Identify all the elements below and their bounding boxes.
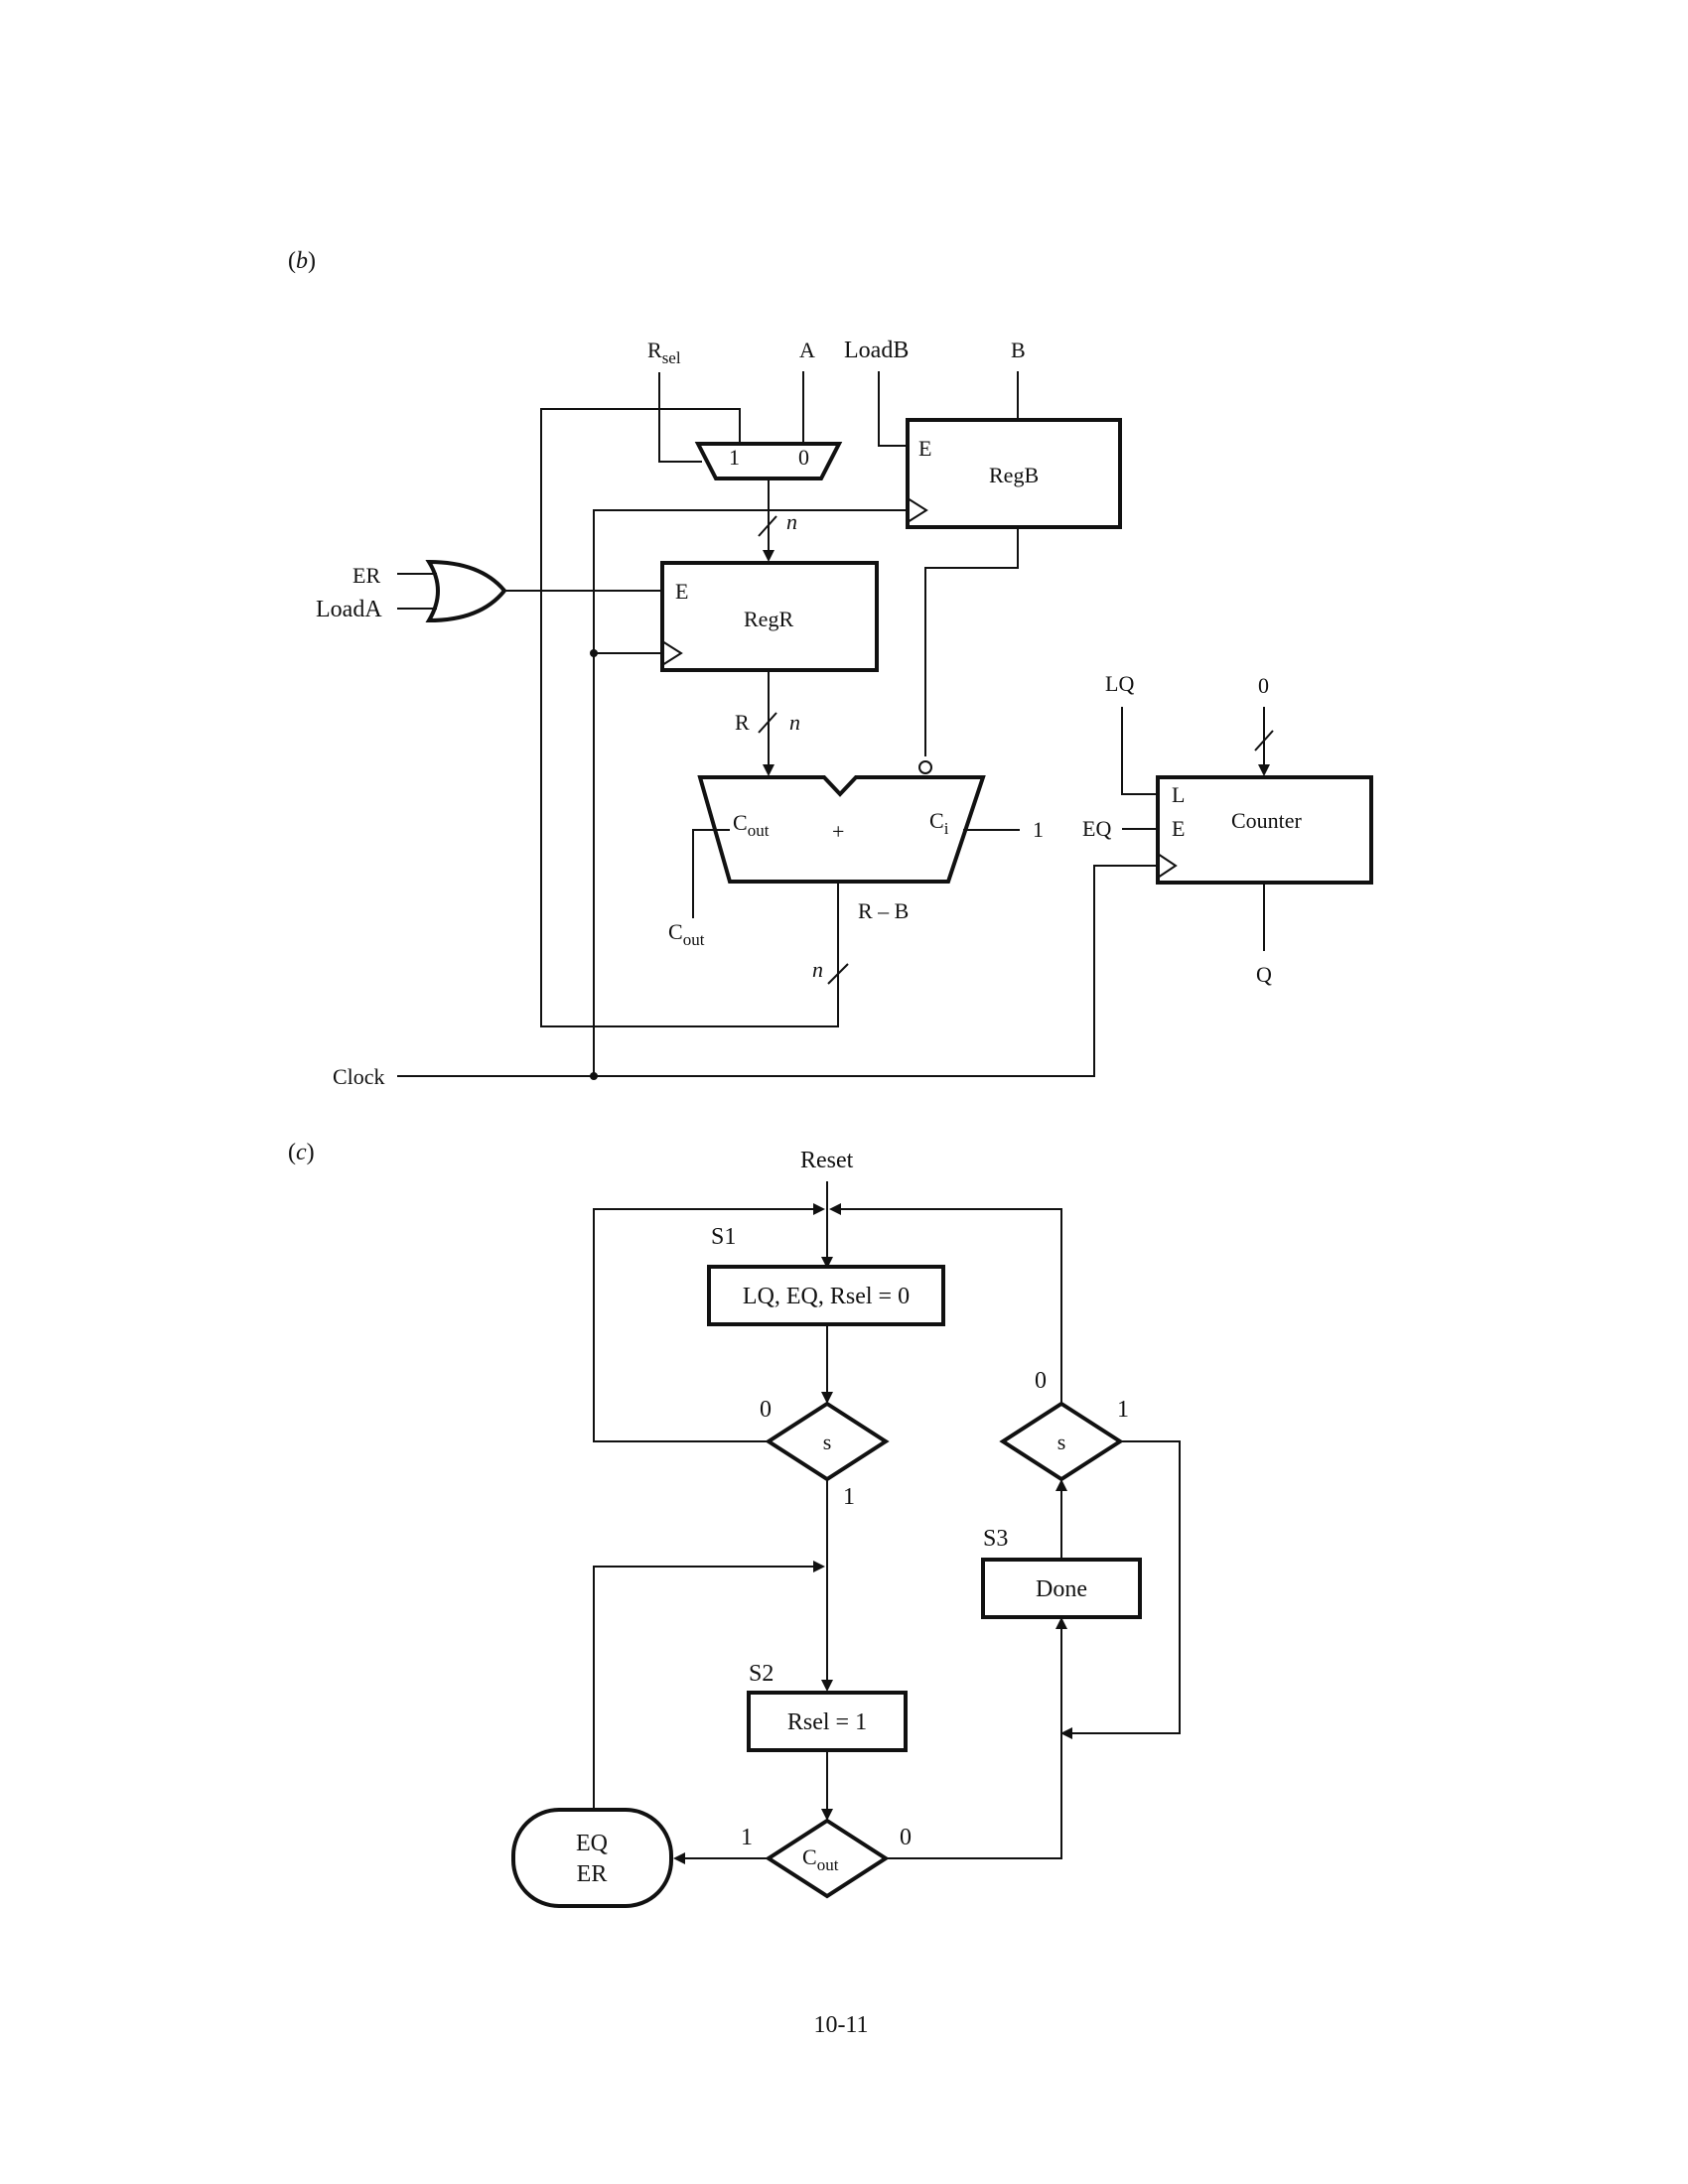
s1-state-text: LQ, EQ, Rsel = 0 <box>743 1284 910 1309</box>
loop-back-wire <box>841 1208 1062 1404</box>
conditional-output-box <box>511 1808 673 1908</box>
a-input-label: A <box>799 338 815 362</box>
eq-input-label: EQ <box>1082 816 1111 841</box>
arrowhead <box>1055 1617 1067 1629</box>
bus-slash <box>758 515 777 537</box>
part-b-label: (b) <box>288 248 316 274</box>
er-input-label: ER <box>352 563 380 588</box>
mux-input-1-label: 1 <box>729 445 740 470</box>
loadb-input-label: LoadB <box>844 338 909 363</box>
clock-input-label: Clock <box>333 1064 385 1089</box>
invert-bubble <box>918 760 932 774</box>
counter-name: Counter <box>1231 808 1303 833</box>
arrowhead <box>1060 1727 1072 1739</box>
arrowhead <box>763 764 774 776</box>
bus-width-label: n <box>812 957 823 982</box>
page-number: 10-11 <box>813 2012 868 2038</box>
decision-cout <box>765 1818 890 1899</box>
arrowhead <box>821 1392 833 1404</box>
s2-state-text: Rsel = 1 <box>787 1709 867 1735</box>
decision-s-2-text: s <box>1057 1430 1066 1454</box>
decision-s-2-zero: 0 <box>1035 1368 1047 1394</box>
arrowhead <box>763 550 774 562</box>
s3-state-name: S3 <box>983 1526 1008 1552</box>
mux <box>694 442 843 480</box>
s1-state-name: S1 <box>711 1224 736 1250</box>
stay-done-wire <box>1072 1440 1181 1734</box>
regb-enable-label: E <box>918 436 931 461</box>
or-gate <box>425 559 507 623</box>
decision-cout-text: Cout <box>802 1844 839 1874</box>
arrowhead <box>1258 764 1270 776</box>
loada-input-label: LoadA <box>316 597 382 622</box>
rsel-input-label: Rsel <box>647 338 681 367</box>
part-c-label: (c) <box>288 1140 315 1165</box>
arrowhead <box>1055 1479 1067 1491</box>
decision-s-1-zero: 0 <box>760 1397 772 1423</box>
regb-clock-wire <box>593 509 908 1076</box>
reset-label: Reset <box>800 1148 854 1173</box>
conditional-output-line1: EQ <box>576 1831 608 1856</box>
arrowhead <box>821 1809 833 1821</box>
conditional-output-line2: ER <box>577 1861 608 1887</box>
decision-s-2-one: 1 <box>1117 1397 1129 1423</box>
lq-input-label: LQ <box>1105 671 1134 696</box>
carry-out-wire <box>692 829 730 918</box>
regr-clock-symbol <box>661 640 683 666</box>
wire-junction <box>590 649 598 657</box>
r-bus-label: R <box>735 710 750 735</box>
adder-output-label: R – B <box>858 898 909 923</box>
arrowhead <box>813 1561 825 1572</box>
zero-input-label: 0 <box>1258 673 1269 698</box>
cout-output-label: Cout <box>668 919 705 949</box>
arrowhead <box>821 1680 833 1692</box>
decision-s-1-one: 1 <box>843 1484 855 1510</box>
mux-input-0-label: 0 <box>798 445 809 470</box>
regb-clock-symbol <box>907 497 928 523</box>
decision-s-1-text: s <box>823 1430 832 1454</box>
counter-enable-label: E <box>1172 816 1185 841</box>
bus-slash <box>1254 730 1274 751</box>
arrowhead <box>813 1203 825 1215</box>
regr-name: RegR <box>744 607 793 631</box>
bus-width-label: n <box>786 509 797 534</box>
arrowhead <box>821 1257 833 1269</box>
b-input-label: B <box>1011 338 1026 362</box>
decision-cout-one: 1 <box>741 1825 753 1850</box>
feedback-wire <box>540 408 839 1027</box>
lq-wire <box>1121 707 1158 795</box>
regb-output-wire <box>924 527 1019 756</box>
regb-name: RegB <box>989 463 1039 487</box>
adder-cin-label: Ci <box>929 808 949 838</box>
bus-slash <box>827 963 849 985</box>
wire-junction <box>590 1072 598 1080</box>
arrowhead <box>673 1852 685 1864</box>
loop-s2-wire <box>593 1566 813 1810</box>
clock-wire <box>397 865 1158 1077</box>
carry-in-value: 1 <box>1033 817 1044 842</box>
loop-s1-wire <box>593 1208 813 1442</box>
regb-block <box>906 418 1122 529</box>
bus-width-label: n <box>789 710 800 735</box>
adder-cout-label: Cout <box>733 810 770 840</box>
counter-output-label: Q <box>1256 962 1272 987</box>
arrowhead <box>829 1203 841 1215</box>
counter-load-label: L <box>1172 782 1185 807</box>
loadb-wire <box>878 371 908 447</box>
decision-cout-zero: 0 <box>900 1825 912 1850</box>
bus-slash <box>758 712 777 734</box>
adder-op-label: + <box>832 819 844 844</box>
regr-enable-label: E <box>675 579 688 604</box>
counter-clock-symbol <box>1157 853 1178 879</box>
to-done-wire <box>886 1629 1062 1859</box>
adder-block <box>697 775 986 884</box>
s3-state-text: Done <box>1036 1576 1087 1602</box>
s2-state-name: S2 <box>749 1661 774 1687</box>
rsel-wire <box>658 372 702 463</box>
